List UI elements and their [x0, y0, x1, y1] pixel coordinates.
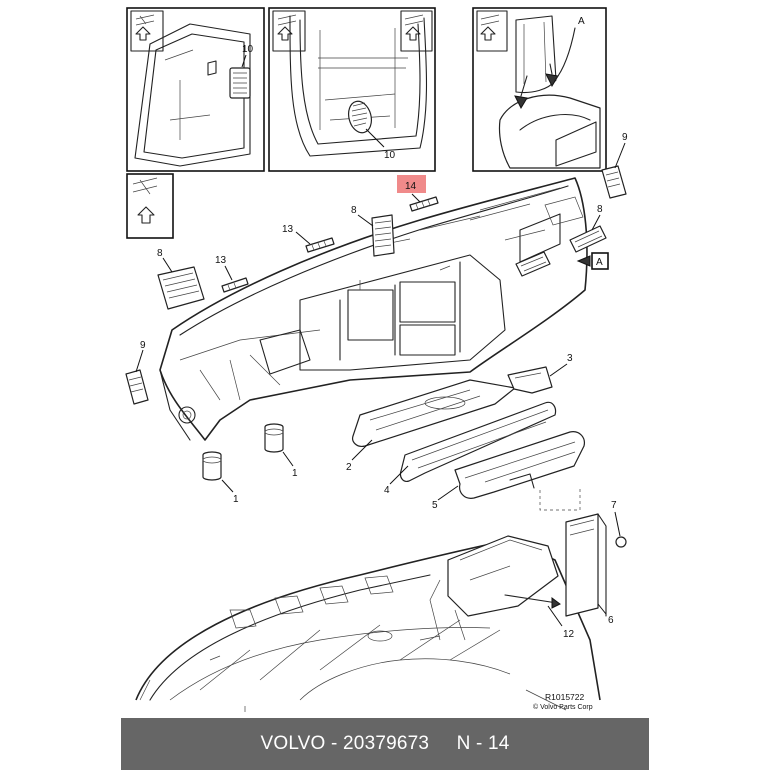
part-number: 20379673 [343, 733, 430, 754]
svg-text:1: 1 [292, 468, 298, 479]
part-7: 7 [611, 500, 627, 548]
brand-label: VOLVO [260, 733, 326, 754]
svg-text:1: 1 [233, 494, 239, 505]
clip-13-b: 13 [215, 255, 249, 293]
dashboard-assembly [159, 177, 588, 441]
part-3: 3 [507, 353, 573, 394]
vent-8-left: 8 [157, 248, 205, 310]
inset-box-11: 10 [126, 7, 265, 172]
part-info-bar: VOLVO - 20379673 N - 14 [121, 718, 649, 770]
svg-text:3: 3 [567, 353, 573, 364]
duct-6: 6 [565, 513, 614, 626]
separator: - [325, 733, 344, 754]
svg-text:9: 9 [622, 132, 628, 143]
svg-text:2: 2 [346, 462, 352, 473]
clip-13-a: 13 [282, 224, 335, 253]
svg-text:13: 13 [215, 255, 227, 266]
svg-text:4: 4 [384, 485, 390, 496]
vent-9-right: 9 [601, 132, 628, 199]
inset-box-A: A [472, 7, 607, 172]
vent-8-right: 8 [515, 204, 607, 277]
svg-text:13: 13 [282, 224, 294, 235]
vent-9-left: 9 [125, 340, 149, 405]
svg-text:8: 8 [157, 248, 163, 259]
callout-10: 10 [384, 150, 396, 161]
view-marker-main: A [576, 252, 609, 270]
svg-text:5: 5 [432, 500, 438, 511]
callout-11: 10 [242, 44, 254, 55]
spacer [429, 733, 456, 755]
view-marker-inset: A [578, 16, 585, 27]
tube-1-b: 1 [264, 423, 298, 479]
duct-5: 5 [432, 431, 585, 511]
heater-box-12: 12 [429, 535, 575, 641]
svg-text:7: 7 [611, 500, 617, 511]
svg-text:A: A [596, 257, 603, 268]
duct-4: 4 [384, 401, 557, 496]
svg-text:12: 12 [563, 629, 575, 640]
duct-2: 2 [346, 379, 516, 473]
svg-text:8: 8 [351, 205, 357, 216]
tube-1-a: 1 [202, 451, 239, 505]
svg-text:14: 14 [405, 181, 417, 192]
drawing-number: R1015722 [545, 692, 585, 702]
position-label: N - 14 [456, 733, 510, 754]
svg-text:8: 8 [597, 204, 603, 215]
inset-box-10: 10 [268, 7, 436, 172]
vent-8-center: 8 [351, 205, 395, 257]
part-14-highlight: 14 [397, 175, 439, 212]
orientation-icon [126, 173, 174, 239]
svg-text:9: 9 [140, 340, 146, 351]
svg-text:6: 6 [608, 615, 614, 626]
copyright-text: © Volvo Parts Corp [533, 703, 593, 711]
